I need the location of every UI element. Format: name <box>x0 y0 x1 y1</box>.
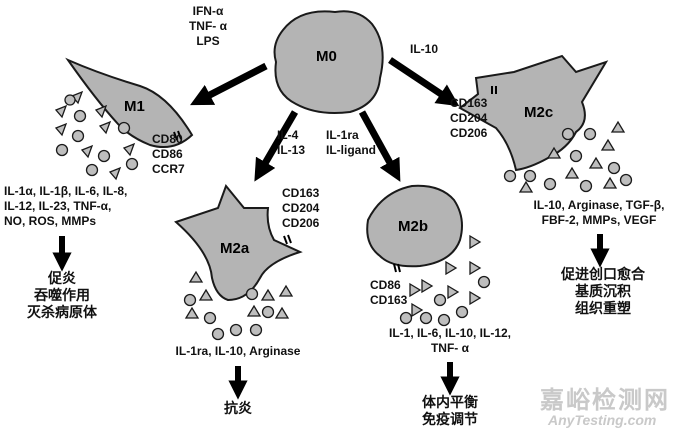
functions-m2b: 体内平衡 免疫调节 <box>410 394 490 428</box>
particles-m1 <box>54 90 139 181</box>
functions-m1: 促炎 吞噬作用 灭杀病原体 <box>4 270 120 321</box>
secretions-m2c: IL-10, Arginase, TGF-β, FBF-2, MMPs, VEG… <box>520 198 678 228</box>
particles-m2c <box>503 120 633 193</box>
function-line: 基质沉积 <box>575 283 631 299</box>
watermark-cn: 嘉峪检测网 <box>540 387 670 414</box>
cell-label-m1: M1 <box>124 98 145 115</box>
receptor-icon-m2b <box>393 263 401 273</box>
receptor-icon-m1 <box>173 130 182 141</box>
stimulus-il4: IL-4 <box>277 128 299 142</box>
marker-cd204: CD204 <box>282 201 320 215</box>
stimuli-m1: IFN-α TNF- α LPS <box>178 4 238 49</box>
function-line: 体内平衡 <box>422 394 478 410</box>
secretion-line: IL-1α, IL-1β, IL-6, IL-8, <box>4 184 128 198</box>
stimulus-il10: IL-10 <box>410 42 439 56</box>
secretions-m2a: IL-1ra, IL-10, Arginase <box>150 344 326 359</box>
secretion-line: NO, ROS, MMPs <box>4 214 97 228</box>
functions-m2c: 促进创口愈合 基质沉积 组织重塑 <box>548 266 658 317</box>
secretions-m1: IL-1α, IL-1β, IL-6, IL-8, IL-12, IL-23, … <box>4 184 127 229</box>
stimulus-il-ligand: IL-ligand <box>326 143 376 157</box>
marker-cd163: CD163 <box>282 186 320 200</box>
marker-cd206: CD206 <box>282 216 320 230</box>
watermark-en: AnyTesting.com <box>548 412 657 428</box>
arrow-m0-to-m2a <box>254 110 299 182</box>
function-line: 促进创口愈合 <box>561 266 645 282</box>
marker-cd80: CD80 <box>152 132 183 146</box>
stimulus-lps: LPS <box>196 34 220 48</box>
cell-label-m2a: M2a <box>220 240 250 257</box>
stimuli-m2a: IL-4 IL-13 <box>277 128 305 158</box>
marker-cd86: CD86 <box>370 278 401 292</box>
marker-cd86: CD86 <box>152 147 183 161</box>
receptor-icon-m2c <box>491 86 497 94</box>
stimuli-m2c: IL-10 <box>410 42 438 57</box>
function-line: 灭杀病原体 <box>27 304 97 320</box>
function-line: 组织重塑 <box>575 300 631 316</box>
stimulus-il1ra: IL-1ra <box>326 128 359 142</box>
markers-m2a: CD163 CD204 CD206 <box>282 186 319 231</box>
marker-cd204: CD204 <box>450 111 488 125</box>
function-line: 免疫调节 <box>422 411 478 427</box>
secretion-line: IL-10, Arginase, TGF-β, <box>533 198 665 212</box>
secretion-line: IL-12, IL-23, TNF-α, <box>4 199 112 213</box>
particles-m2a <box>183 270 294 341</box>
cell-label-m2b: M2b <box>398 218 428 235</box>
secretion-line: FBF-2, MMPs, VEGF <box>541 213 657 227</box>
arrow-m0-to-m2c <box>388 57 460 107</box>
particles-m2b <box>399 234 491 327</box>
marker-cd163: CD163 <box>370 293 408 307</box>
function-line: 促炎 <box>48 270 76 286</box>
stimulus-ifn-alpha: IFN-α <box>192 4 224 18</box>
receptor-icon-m2a <box>283 234 292 245</box>
markers-m2c: CD163 CD204 CD206 <box>450 96 487 141</box>
m2a-cell <box>174 184 303 302</box>
secretion-line: IL-1ra, IL-10, Arginase <box>175 344 301 358</box>
secretions-m2b: IL-1, IL-6, IL-10, IL-12, TNF- α <box>376 326 524 356</box>
functions-m2a: 抗炎 <box>208 400 268 417</box>
stimulus-tnf-alpha: TNF- α <box>188 19 228 33</box>
m1-cell <box>65 57 194 148</box>
markers-m1: CD80 CD86 CCR7 <box>152 132 185 177</box>
cell-label-m0: M0 <box>316 48 337 65</box>
marker-cd163: CD163 <box>450 96 488 110</box>
arrow-m0-to-m2b <box>358 110 401 182</box>
marker-ccr7: CCR7 <box>152 162 185 176</box>
cell-label-m2c: M2c <box>524 104 554 121</box>
m0-cell <box>273 10 384 114</box>
secretion-line: TNF- α <box>430 341 470 355</box>
function-line: 吞噬作用 <box>34 287 90 303</box>
stimulus-il13: IL-13 <box>277 143 306 157</box>
m2b-cell <box>366 184 463 268</box>
secretion-line: IL-1, IL-6, IL-10, IL-12, <box>388 326 512 340</box>
marker-cd206: CD206 <box>450 126 488 140</box>
markers-m2b: CD86 CD163 <box>370 278 407 308</box>
stimuli-m2b: IL-1ra IL-ligand <box>326 128 376 158</box>
arrow-m0-to-m1 <box>190 62 268 106</box>
function-line: 抗炎 <box>224 400 252 416</box>
